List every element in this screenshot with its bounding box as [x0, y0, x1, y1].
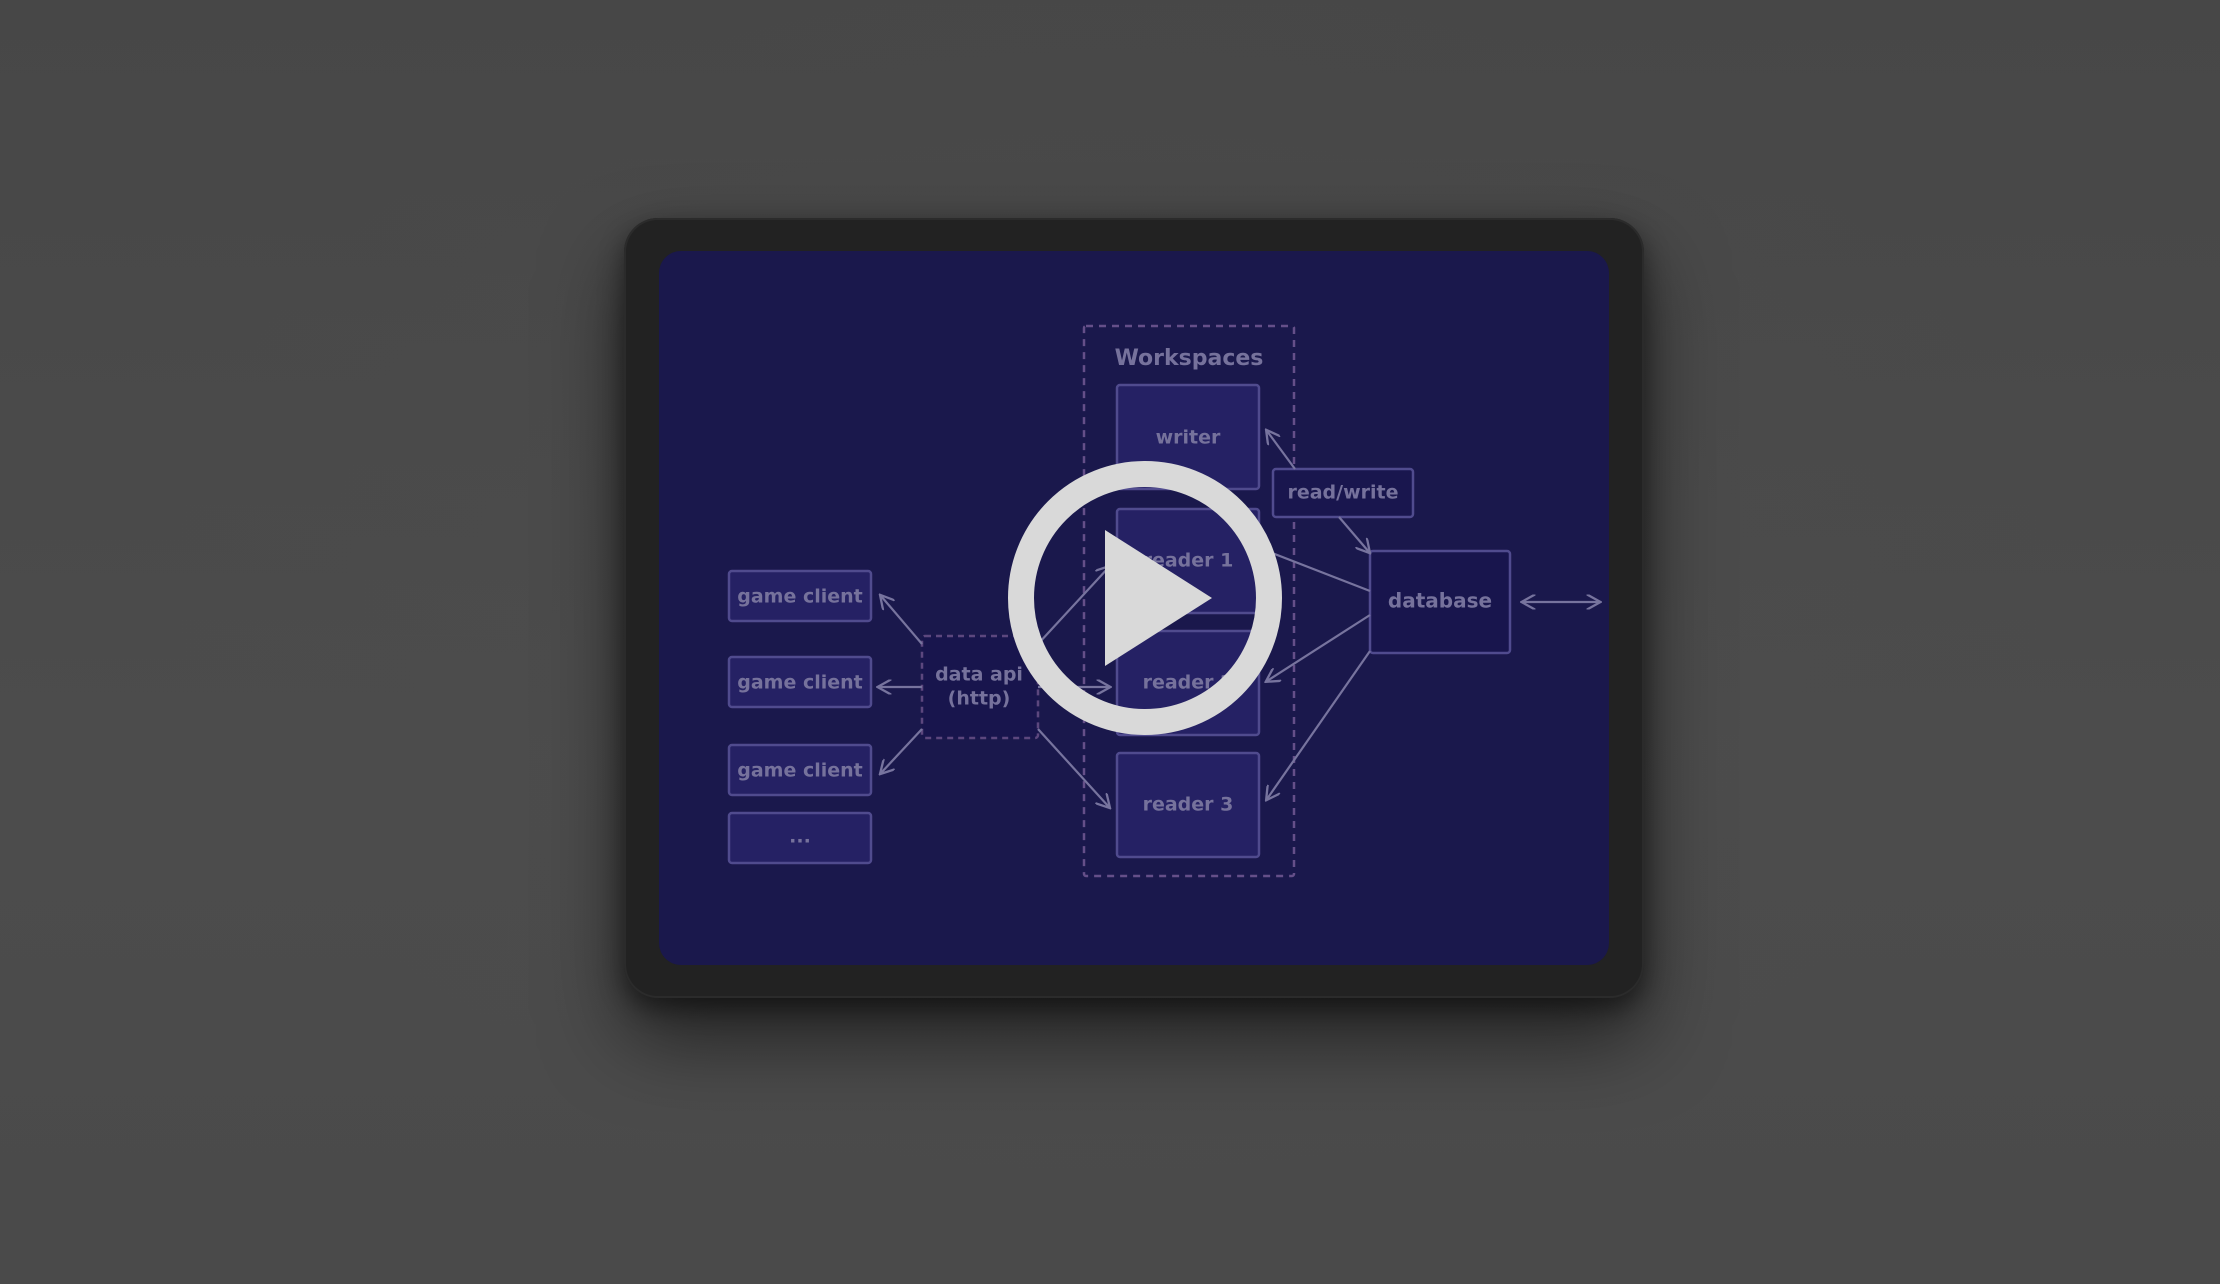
game-client-node: game client [727, 743, 873, 797]
reader-3-node: reader 3 [1115, 751, 1261, 859]
play-button[interactable] [1007, 460, 1283, 736]
svg-text:database: database [1388, 589, 1492, 613]
svg-text:reader 1: reader 1 [1143, 550, 1234, 572]
svg-text:game client: game client [737, 672, 863, 694]
workspaces-container [1082, 324, 1296, 878]
read-write-label: read/write [1271, 467, 1415, 519]
database-node: database [1368, 549, 1512, 655]
svg-text:(http): (http) [948, 688, 1011, 710]
svg-text:read/write: read/write [1287, 482, 1398, 504]
workspaces-title: Workspaces [1115, 346, 1264, 371]
game-client-more-node: ... [727, 811, 873, 865]
svg-text:writer: writer [1156, 427, 1221, 449]
play-circle-icon [1008, 461, 1282, 735]
svg-text:game client: game client [737, 760, 863, 782]
svg-text:reader 3: reader 3 [1143, 794, 1234, 816]
svg-text:game client: game client [737, 586, 863, 608]
svg-text:...: ... [789, 826, 811, 848]
svg-text:data api: data api [935, 664, 1023, 686]
game-client-node: game client [727, 569, 873, 623]
game-client-node: game client [727, 655, 873, 709]
